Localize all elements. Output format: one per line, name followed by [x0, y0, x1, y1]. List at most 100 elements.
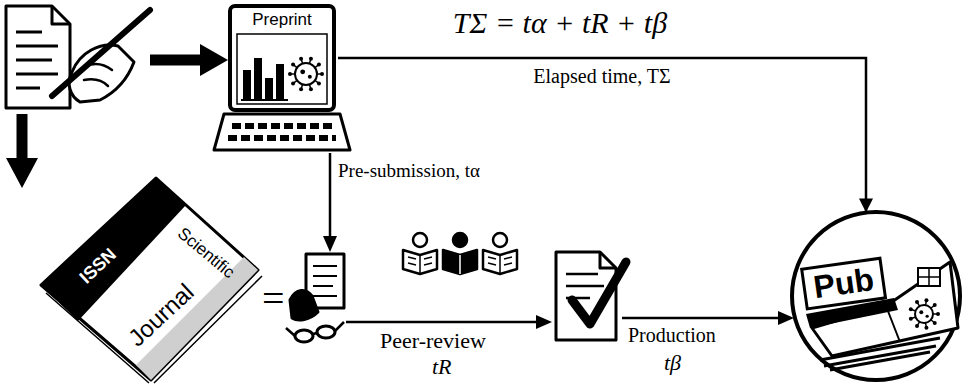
- accepted-manuscript-part: [566, 274, 604, 298]
- manuscript-icon: [6, 6, 70, 108]
- preprint-screen-outline-part: [237, 34, 327, 104]
- peer-reviewers-part: [443, 233, 477, 274]
- flow-arrow: [6, 44, 228, 188]
- laptop-keyboard-part: [214, 114, 350, 150]
- virus-icon-part: [909, 307, 913, 311]
- edge-label: Elapsed time, TΣ: [530, 65, 673, 88]
- preprint-screen-outline-part: [265, 78, 273, 100]
- publication-circle: Pub: [790, 210, 962, 382]
- virus-icon-part: [915, 305, 933, 323]
- virus-icon-part: [291, 81, 295, 85]
- virus-icon: [909, 298, 940, 330]
- laptop-keyboard-part: [232, 123, 332, 129]
- preprint-screen-outline-part: [276, 64, 284, 100]
- peer-reviewers-part: [403, 233, 437, 274]
- virus-icon-part: [299, 57, 303, 61]
- virus-icon-part: [924, 298, 928, 302]
- journal-cover-outline-part: [41, 178, 258, 380]
- publication-circle-outline-part: [918, 268, 940, 286]
- writing-hand: [52, 10, 150, 102]
- virus-icon: [288, 57, 324, 91]
- virus-icon-part: [915, 324, 919, 328]
- peer-reviewers-part-part: [453, 233, 467, 247]
- peer-reviewers-part: [483, 233, 517, 274]
- flow-arrow-part: [200, 44, 228, 76]
- virus-icon-part: [309, 57, 313, 61]
- time-symbol: tβ: [664, 350, 681, 375]
- production-arrow: [622, 311, 794, 325]
- flow-arrow-part: [6, 158, 38, 188]
- production-arrow-part: [778, 311, 794, 325]
- virus-icon-part: [909, 317, 913, 321]
- peer-review-arrow-part: [536, 315, 552, 329]
- stage-label: Peer-review: [380, 328, 486, 353]
- peer-review-arrow: [346, 315, 552, 329]
- preprint-screen-outline-part: [243, 70, 251, 100]
- virus-icon-part: [309, 87, 313, 91]
- submitted-manuscript-part: [317, 326, 335, 338]
- screen-title: Preprint: [252, 10, 312, 30]
- virus-icon-part: [936, 312, 940, 316]
- peer-reviewers-part-part: [413, 233, 427, 247]
- flow-arrow-part: [17, 114, 28, 162]
- peer-reviewers: [403, 233, 517, 274]
- pre-submission-arrow: [323, 153, 337, 252]
- peer-reviewers-part-part: [483, 250, 517, 274]
- virus-icon-part: [300, 69, 305, 74]
- peer-reviewers-part-part: [488, 255, 512, 274]
- peer-reviewers-part-part: [443, 250, 477, 274]
- virus-icon-part: [926, 315, 929, 318]
- submitted-manuscript-part: [290, 290, 318, 320]
- publication-circle-outline-part: [792, 212, 960, 380]
- virus-icon-part: [317, 63, 321, 67]
- accepted-manuscript: [556, 252, 626, 340]
- preprint-screen-outline-part: [254, 58, 262, 100]
- accepted-manuscript-part: [600, 252, 616, 268]
- peer-reviewers-part-part: [403, 250, 437, 274]
- writing-hand-part: [52, 90, 58, 96]
- production-arrow-part: [622, 317, 780, 320]
- flow-arrow-part: [150, 55, 204, 66]
- accepted-manuscript-part: [572, 262, 626, 324]
- stage-label: Pre-submission, tα: [338, 160, 480, 182]
- preprint-screen-outline-part: [241, 99, 288, 101]
- virus-icon-part: [320, 72, 324, 76]
- virus-icon-part: [317, 81, 321, 85]
- virus-icon-part: [915, 300, 919, 304]
- virus-icon-part: [924, 326, 928, 330]
- virus-icon-part: [933, 303, 937, 307]
- peer-reviewers-part-part: [459, 255, 461, 274]
- publication-circle-outline-part: [918, 268, 940, 286]
- equals-sign: =: [262, 276, 285, 322]
- time-symbol: tR: [432, 354, 452, 379]
- peer-review-arrow-part: [346, 321, 538, 324]
- journal-cover: ISSNScientificJournal: [36, 175, 268, 385]
- journal-cover-outline-part: [46, 276, 262, 383]
- virus-icon-part: [299, 87, 303, 91]
- peer-reviewers-part-part: [408, 255, 432, 274]
- manuscript-icon-part: [16, 32, 58, 88]
- laptop-keyboard-part: [228, 135, 336, 141]
- submitted-manuscript-part: [295, 330, 313, 342]
- virus-icon-part: [308, 75, 312, 79]
- manuscript-icon-part: [6, 6, 70, 108]
- virus-icon-part: [295, 63, 317, 85]
- virus-icon-part: [291, 63, 295, 67]
- submitted-manuscript-part: [286, 322, 344, 336]
- submitted-manuscript: [286, 254, 344, 342]
- virus-icon-part: [933, 321, 937, 325]
- preprint-screen-outline-part: [230, 6, 334, 110]
- pre-submission-arrow-part: [329, 153, 332, 238]
- laptop-keyboard: [214, 114, 350, 150]
- preprint-screen: Preprint: [228, 4, 336, 112]
- submitted-manuscript-part: [313, 266, 337, 296]
- manuscript-icon-part: [52, 6, 70, 24]
- journal-cover-outline: [36, 175, 268, 385]
- stage-label: Production: [628, 324, 716, 347]
- virus-icon-part: [919, 310, 923, 314]
- time-formula: TΣ = tα + tR + tβ: [453, 6, 667, 41]
- flow-connector: [338, 58, 866, 211]
- pre-submission-arrow-part: [323, 236, 337, 252]
- peer-reviewers-part-part: [493, 233, 507, 247]
